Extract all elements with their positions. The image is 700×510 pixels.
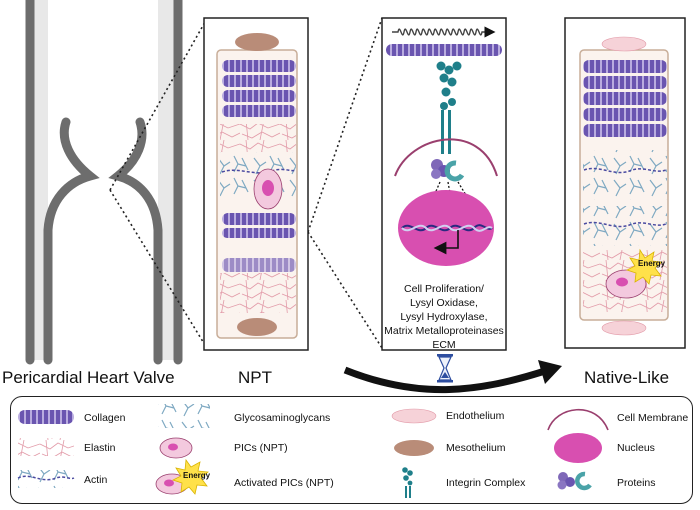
legend-label-activated-pic: Activated PICs (NPT) [234, 477, 334, 489]
elastin-icon [18, 438, 74, 456]
collagen-icon [18, 410, 74, 424]
process-note-2: Lysyl Oxidase, [410, 297, 478, 309]
legend-label-actin: Actin [84, 474, 108, 486]
gag-icon [158, 404, 210, 428]
heart-valve-illustration [25, 0, 183, 365]
legend-icons [17, 404, 609, 498]
process-note-5: ECM [432, 339, 456, 351]
process-note-3: Lysyl Hydroxylase, [400, 311, 488, 323]
legend-label-pic: PICs (NPT) [234, 442, 288, 454]
endothelium-icon [391, 408, 437, 424]
activated-pic-icon [155, 458, 209, 495]
native-like-panel [564, 17, 686, 349]
pic-icon [159, 437, 193, 459]
actin-icon [17, 470, 75, 488]
legend-label-integrin: Integrin Complex [446, 477, 526, 489]
npt-collagen-bundles [222, 60, 296, 272]
legend-label-gag: Glycosaminoglycans [234, 412, 331, 424]
pericardial-valve-title: Pericardial Heart Valve [2, 368, 175, 387]
legend-label-membrane: Cell Membrane [617, 412, 689, 424]
zoom-connectors [109, 17, 383, 349]
mesothelium-icon [394, 440, 434, 456]
process-note-4: Matrix Metalloproteinases [384, 325, 504, 337]
energy-label-legend: Energy [183, 471, 211, 480]
legend-label-elastin: Elastin [84, 442, 116, 454]
nucleus-shape [398, 190, 494, 266]
membrane-icon [547, 408, 609, 431]
npt-title: NPT [238, 368, 272, 387]
progression-arrow [343, 366, 550, 394]
native-like-title: Native-Like [584, 368, 670, 387]
legend-label-mesothelium: Mesothelium [446, 442, 506, 454]
npt-panel [203, 17, 309, 351]
legend-label-nucleus: Nucleus [617, 442, 655, 454]
integrin-complex [436, 61, 462, 154]
process-note-1: Cell Proliferation/ [404, 283, 484, 295]
proteins-icon [557, 471, 592, 491]
energy-label-panel: Energy [638, 259, 666, 268]
legend-box [10, 396, 693, 504]
mechanism-panel [381, 17, 507, 351]
signal-proteins [431, 159, 465, 182]
integrin-icon [402, 467, 413, 498]
legend-label-endothelium: Endothelium [446, 410, 505, 422]
legend-label-proteins: Proteins [617, 477, 656, 489]
legend-label-collagen: Collagen [84, 412, 126, 424]
hourglass-icon [437, 354, 453, 383]
nucleus-icon [554, 433, 602, 463]
